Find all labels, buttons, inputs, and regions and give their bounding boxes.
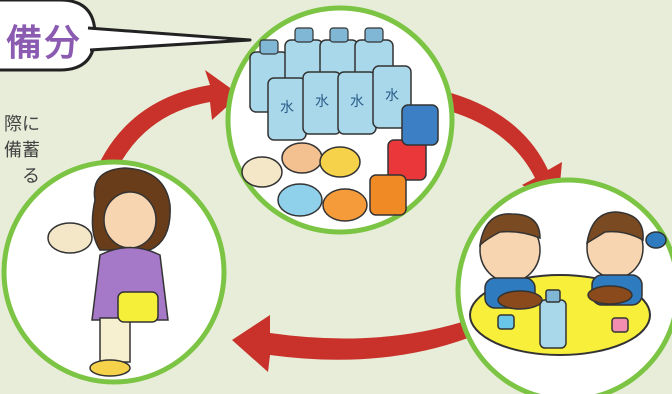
eating-circle — [455, 177, 672, 394]
side-caption-line: 備蓄 — [4, 140, 40, 161]
food-plates — [497, 285, 633, 333]
side-caption: 際に 備蓄 る — [0, 112, 40, 190]
water-bottles: 水 水 水 水 — [249, 27, 412, 141]
water-label: 水 — [350, 94, 364, 110]
canned-food — [241, 104, 439, 222]
water-label: 水 — [385, 88, 399, 104]
arrow-right-to-left — [232, 315, 468, 372]
arrow-left-to-top — [90, 70, 240, 190]
shopping-circle — [1, 159, 227, 385]
stockpile-circle: 水 水 水 水 — [225, 5, 455, 235]
speech-bubble — [0, 0, 252, 72]
woman-shopper — [47, 167, 171, 377]
water-label: 水 — [315, 94, 329, 110]
speech-bubble-text: 備分 — [6, 23, 83, 64]
side-caption-line: る — [22, 166, 40, 187]
water-label: 水 — [280, 100, 294, 116]
side-caption-line: 際に — [4, 114, 40, 135]
bottle-on-table — [539, 289, 567, 349]
